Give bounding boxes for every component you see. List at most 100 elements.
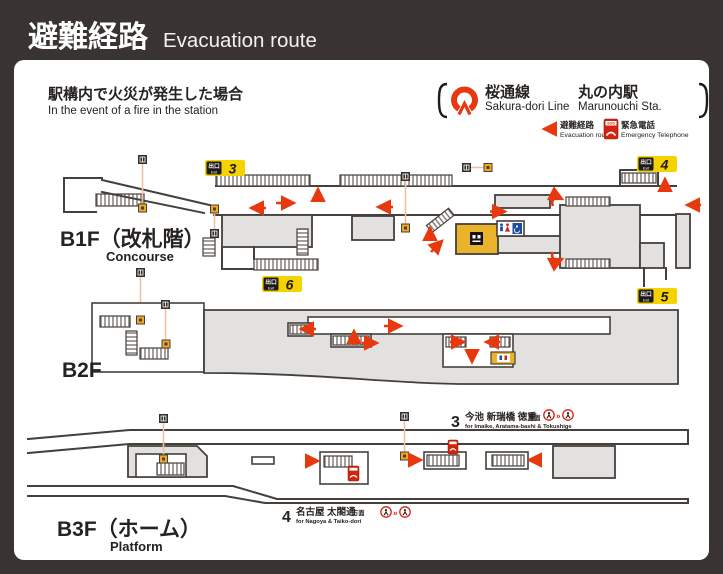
floor-label-b3f: B3F（ホーム）	[57, 517, 201, 541]
svg-text:方面: 方面	[528, 413, 541, 422]
b2f-floor-plan: B2F	[62, 300, 679, 385]
svg-text:for Imaike, Aratama-bashi & To: for Imaike, Aratama-bashi & Tokushige	[465, 424, 572, 430]
svg-text:3: 3	[229, 161, 237, 177]
route-arrows	[248, 176, 701, 272]
car-position-icon	[399, 506, 411, 518]
route-arrows	[298, 318, 500, 365]
direction-label-nagoya: 4 名古屋 太閤通 方面 for Nagoya & Taiko-dori »	[282, 506, 411, 526]
stairs-icon	[202, 237, 216, 257]
exit-badge-4: 出口 Exit 4	[637, 156, 677, 173]
elevator-shaft-lines	[162, 421, 406, 455]
emergency-phone-icon	[447, 439, 459, 455]
svg-text:出口: 出口	[640, 158, 652, 166]
car-position-icon	[543, 409, 555, 421]
svg-text:出口: 出口	[265, 278, 277, 286]
svg-text:3: 3	[451, 414, 460, 431]
floor-label-b2f: B2F	[62, 359, 102, 382]
elevator-icon	[161, 339, 171, 349]
elevator-icon	[159, 454, 168, 464]
legend: 避難経路 Evacuation route SOS 緊急電話 Emergency…	[541, 118, 689, 140]
elevator-icon	[483, 163, 493, 172]
elevator-icon	[136, 315, 145, 325]
elevator-icon	[401, 172, 410, 181]
fare-gate-icon	[470, 232, 483, 245]
elevator-icon	[462, 163, 471, 172]
intro-jp: 駅構内で火災が発生した場合	[47, 85, 244, 103]
b3f-floor-plan: 3 今池 新瑞橋 徳重 方面 for Imaike, Aratama-bashi…	[26, 409, 689, 554]
svg-text:Exit: Exit	[211, 171, 218, 175]
elevator-icon	[159, 414, 168, 423]
stairs-icon	[125, 330, 138, 356]
station-header: 桜通線 Sakura-dori Line 丸の内駅 Marunouchi Sta…	[437, 82, 709, 119]
svg-text:出口: 出口	[208, 162, 220, 170]
intro-en: In the event of a fire in the station	[48, 105, 218, 117]
elevator-shaft-lines	[139, 164, 484, 316]
svg-text:SOS: SOS	[607, 122, 615, 126]
stairs-icon	[339, 174, 453, 187]
svg-text:Exit: Exit	[643, 299, 650, 303]
svg-text:Exit: Exit	[268, 287, 275, 291]
floor-label-b1f: B1F（改札階）	[60, 227, 205, 251]
legend-route-jp: 避難経路	[560, 120, 595, 130]
restroom-icon	[496, 220, 525, 237]
svg-text:4: 4	[282, 509, 291, 526]
corridor-wall	[63, 177, 103, 213]
svg-text:»: »	[556, 412, 561, 421]
stairs-icon	[565, 258, 611, 269]
floor-label-b1f-en: Concourse	[106, 249, 174, 264]
stairs-icon	[491, 454, 525, 467]
direction-label-imaike: 3 今池 新瑞橋 徳重 方面 for Imaike, Aratama-bashi…	[451, 409, 574, 431]
svg-text:»: »	[393, 509, 398, 518]
station-name-jp: 丸の内駅	[577, 83, 639, 101]
subway-logo-icon	[451, 86, 478, 116]
svg-text:名古屋 太閤通: 名古屋 太閤通	[296, 506, 356, 518]
car-position-icon	[380, 506, 392, 518]
room	[639, 242, 665, 269]
stairs-icon	[323, 455, 353, 468]
legend-phone-en: Emergency Telephone	[621, 132, 689, 139]
elevator-icon	[401, 223, 410, 233]
stairs-icon	[296, 228, 309, 256]
track-lines-lower	[27, 485, 689, 504]
platform-block	[552, 445, 616, 479]
elevator-icon	[138, 155, 147, 164]
elevator-icon	[400, 412, 409, 421]
right-bracket	[698, 82, 709, 119]
floor-label-b3f-en: Platform	[110, 539, 163, 554]
svg-text:方面: 方面	[352, 508, 365, 517]
room	[494, 194, 551, 209]
elevator-icon	[138, 203, 147, 213]
elevator-icon	[210, 229, 219, 238]
svg-text:for Nagoya & Taiko-dori: for Nagoya & Taiko-dori	[296, 519, 362, 525]
fare-gate-area	[455, 223, 499, 255]
svg-text:出口: 出口	[640, 290, 652, 298]
accessible-facility-icon	[490, 351, 516, 365]
svg-text:4: 4	[660, 157, 669, 173]
stairs-icon	[215, 174, 311, 187]
corridor	[91, 302, 205, 373]
svg-text:Exit: Exit	[643, 167, 650, 171]
elevator-icon	[400, 451, 409, 461]
b1f-floor-plan: 出口 Exit 3 出口 Exit 4 出口 Exit 6 出口 Exit 5 …	[60, 155, 701, 316]
line-name-en: Sakura-dori Line	[485, 101, 569, 113]
legend-phone-jp: 緊急電話	[621, 120, 656, 130]
exit6-passage	[221, 246, 255, 270]
svg-text:6: 6	[286, 277, 294, 293]
exit-badge-3: 出口 Exit 3	[205, 160, 245, 177]
elevator-icon	[210, 204, 219, 214]
svg-text:5: 5	[661, 289, 669, 305]
room	[675, 213, 691, 269]
stairs-icon	[139, 347, 169, 360]
legend-route-en: Evacuation route	[560, 132, 611, 139]
header-bar: 避難経路 Evacuation route	[28, 20, 317, 54]
page-title-en: Evacuation route	[163, 29, 317, 52]
stairs-icon	[621, 172, 657, 184]
room	[496, 235, 566, 254]
elevator-icon	[161, 300, 170, 309]
emergency-phone-icon: SOS	[603, 118, 619, 140]
emergency-phone-icon	[347, 465, 360, 482]
room	[559, 204, 641, 269]
track-lines-upper	[26, 429, 689, 455]
